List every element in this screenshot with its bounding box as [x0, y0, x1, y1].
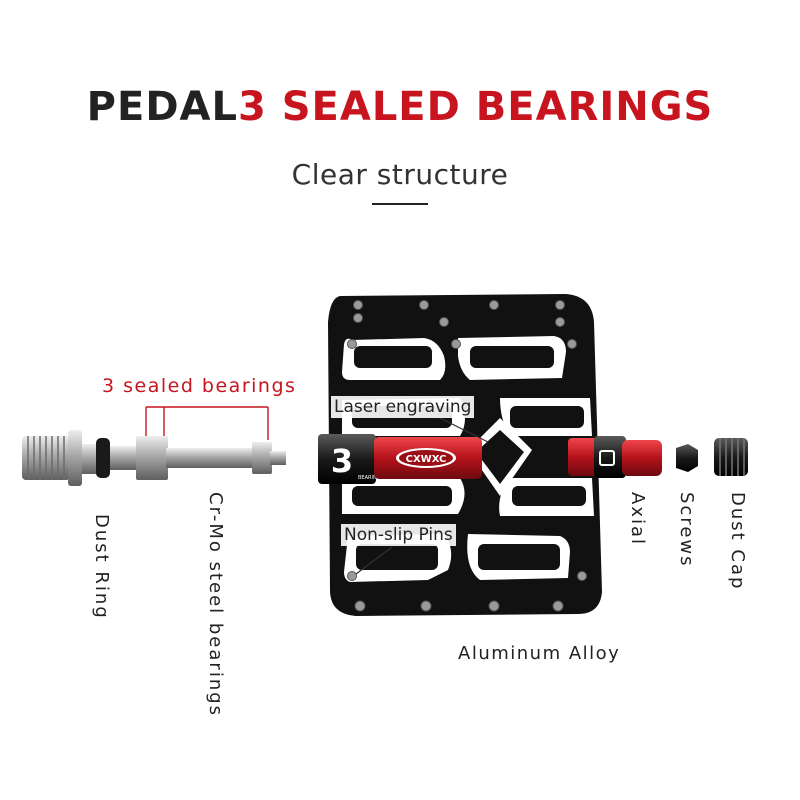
axle-spindle [22, 430, 286, 486]
bearings-bracket [145, 406, 269, 440]
label-sealed-bearings: 3 sealed bearings [102, 375, 297, 397]
non-slip-pins [347, 300, 587, 612]
subtitle: Clear structure [291, 158, 509, 191]
title-part-bearings: 3 SEALED BEARINGS [237, 84, 714, 130]
label-cr-mo-steel-bearings: Cr-Mo steel bearings [205, 492, 226, 718]
title-part-pedal: PEDAL [86, 84, 238, 130]
label-laser-engraving: Laser engraving [331, 396, 475, 418]
bearing-2 [148, 436, 168, 480]
pointer-lines [355, 417, 489, 575]
logo-number: 3 [331, 442, 353, 480]
logo-word: BEARINGS [358, 475, 384, 481]
label-dust-cap: Dust Cap [727, 492, 748, 591]
label-axial: Axial [627, 492, 648, 546]
pedal-left-housing: 3 BEARINGS [318, 434, 384, 484]
bearing-3 [252, 442, 272, 474]
label-aluminum-alloy: Aluminum Alloy [458, 643, 621, 664]
label-non-slip-pins: Non-slip Pins [341, 524, 456, 546]
pedal-right-housing [594, 436, 662, 478]
dust-cap [714, 438, 748, 476]
subtitle-underline [372, 203, 428, 205]
label-dust-ring: Dust Ring [91, 514, 112, 620]
red-axle: CXWXC [374, 437, 598, 479]
page-title: PEDAL3 SEALED BEARINGS [0, 84, 800, 130]
bearing-1 [136, 436, 150, 480]
label-screws: Screws [676, 492, 697, 568]
dust-ring-part [96, 438, 110, 478]
screw-nut [676, 444, 698, 472]
brand-engraving: CXWXC [406, 454, 447, 465]
